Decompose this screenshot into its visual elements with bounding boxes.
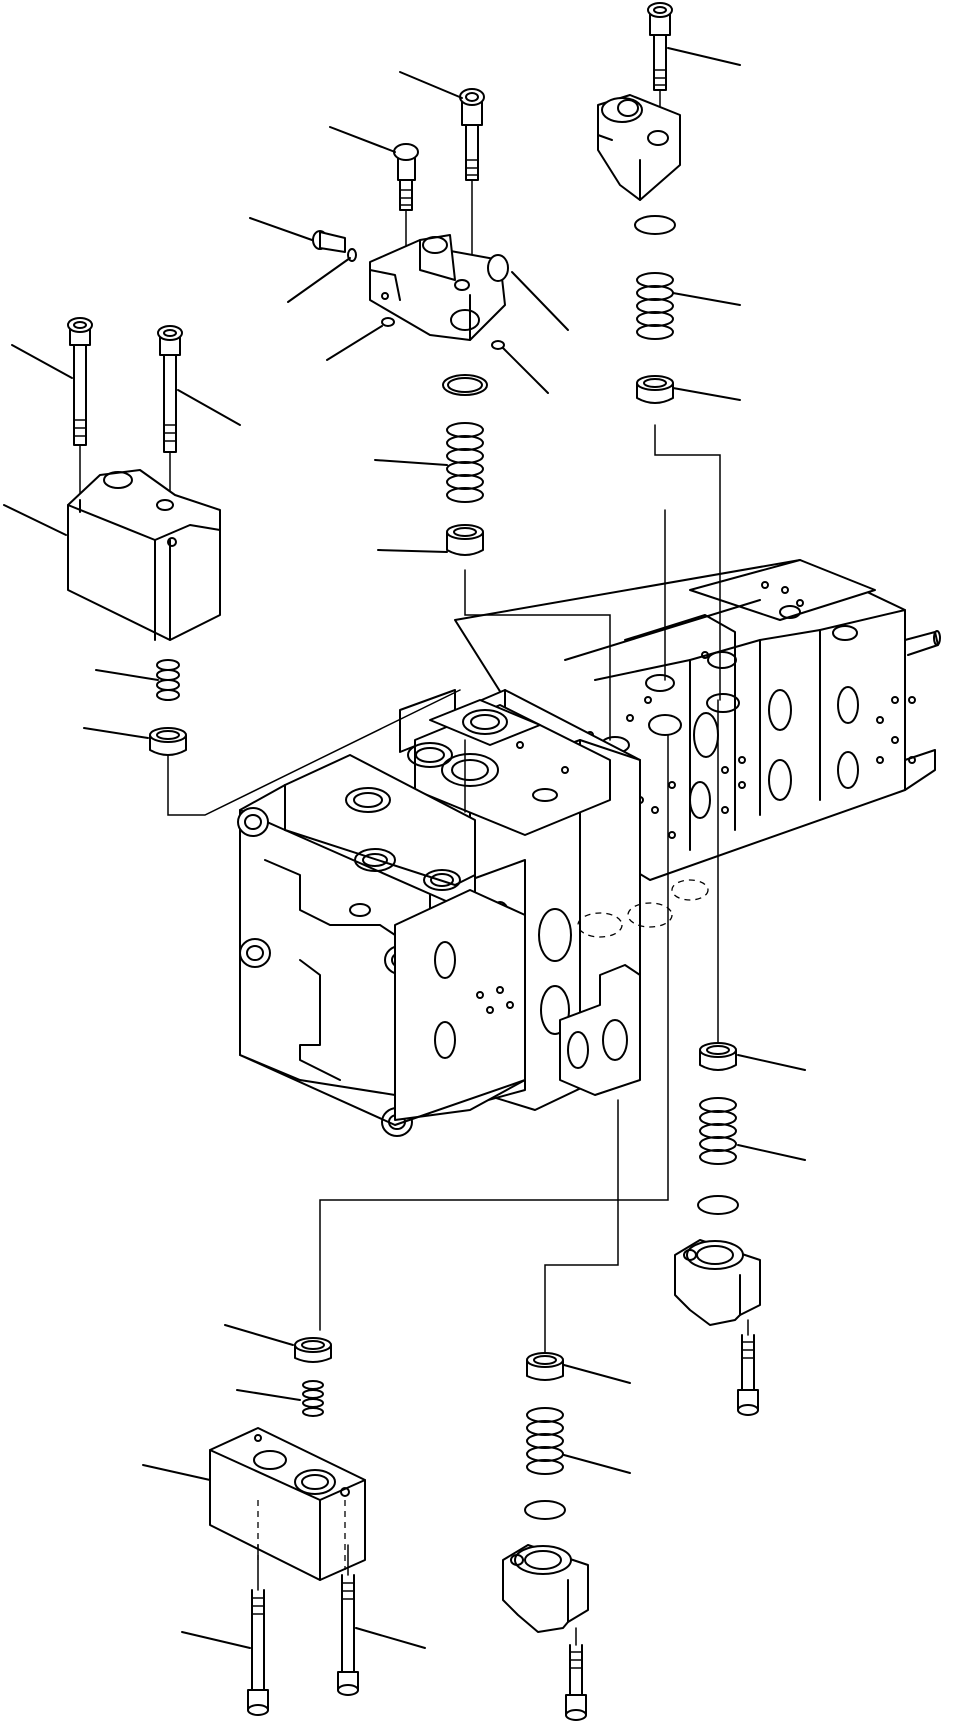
leader-19 xyxy=(737,1144,806,1161)
spring-top-right xyxy=(636,272,674,340)
leader-5 xyxy=(326,325,383,361)
spring-top-center xyxy=(446,422,484,503)
spring-bottom-center xyxy=(526,1407,564,1475)
leader-2 xyxy=(329,126,396,153)
callout-leader-lines xyxy=(3,47,806,1649)
leader-23 xyxy=(563,1364,631,1384)
leader-24 xyxy=(563,1454,631,1474)
leader-18 xyxy=(737,1054,806,1071)
top-center-cover-assembly xyxy=(312,88,509,556)
leader-21 xyxy=(236,1389,301,1401)
leader-10 xyxy=(667,47,741,66)
leader-17 xyxy=(83,727,149,739)
leader-11 xyxy=(672,292,741,306)
leader-15 xyxy=(3,504,67,536)
assembly-center-lines xyxy=(167,424,721,1356)
spring-top-left xyxy=(156,659,180,701)
leader-8 xyxy=(374,459,448,466)
top-left-cover-assembly xyxy=(67,317,221,756)
top-right-cover-assembly xyxy=(597,2,681,404)
control-valve-body xyxy=(237,559,941,1137)
leader-7 xyxy=(502,347,549,394)
leader-4 xyxy=(287,257,351,303)
leader-25 xyxy=(181,1631,251,1649)
bottom-center-cover-assembly xyxy=(502,1352,589,1721)
leader-14 xyxy=(177,389,241,426)
leader-20 xyxy=(224,1324,294,1346)
leader-6 xyxy=(511,271,569,331)
leader-22 xyxy=(142,1464,211,1481)
leader-1 xyxy=(399,71,463,99)
bottom-left-cover-assembly xyxy=(209,1337,366,1716)
leader-13 xyxy=(11,344,73,379)
leader-9 xyxy=(377,549,448,553)
leader-3 xyxy=(249,217,313,241)
leader-12 xyxy=(672,387,741,401)
bottom-right-cover-assembly xyxy=(674,1042,761,1416)
spring-bottom-left xyxy=(302,1380,324,1417)
spring-bottom-right xyxy=(699,1097,737,1165)
leader-16 xyxy=(95,669,159,681)
leader-26 xyxy=(355,1627,426,1649)
